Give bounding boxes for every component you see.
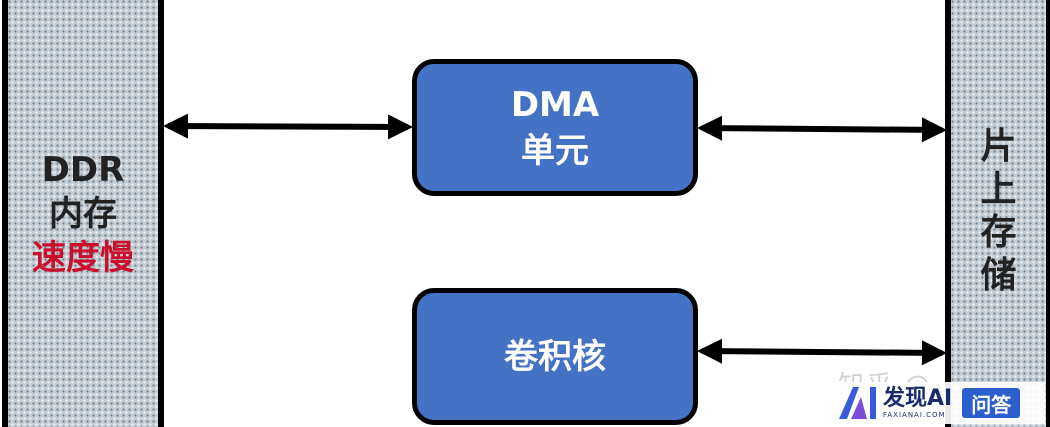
- dma-label-line1: DMA: [510, 84, 600, 125]
- onchip-label-char-4: 储: [980, 255, 1017, 296]
- watermark-url: FAXIANAI.COM: [883, 410, 946, 419]
- dma-unit-block: DMA 单元: [412, 59, 698, 196]
- onchip-storage-label: 片 上 存 储: [951, 125, 1046, 297]
- brand-logo-icon: [839, 387, 876, 419]
- conv-kernel-block: 卷积核: [412, 288, 698, 425]
- ddr-speed-slow-label: 速度慢: [32, 238, 134, 278]
- watermark-brand-name: 发现AI: [883, 385, 953, 411]
- watermark-qa-badge: 问答: [962, 388, 1021, 418]
- conv-onchip-arrow: [696, 338, 948, 366]
- watermark-badge: 发现AI FAXIANAI.COM 问答: [833, 382, 1045, 424]
- dma-onchip-arrow: [696, 115, 948, 143]
- dma-label-line2: 单元: [521, 130, 589, 171]
- conv-kernel-label: 卷积核: [504, 336, 606, 377]
- ddr-dma-arrow: [162, 113, 414, 140]
- ddr-memory-panel: DDR 内存 速度慢: [2, 0, 164, 427]
- ddr-label-line2: 内存: [49, 194, 117, 234]
- onchip-label-char-2: 上: [980, 169, 1017, 210]
- ddr-label-line1: DDR: [41, 150, 125, 190]
- onchip-label-char-3: 存: [980, 212, 1017, 253]
- ddr-memory-label: DDR 内存 速度慢: [8, 148, 158, 280]
- watermark-brand: 发现AI FAXIANAI.COM: [883, 385, 953, 420]
- onchip-label-char-1: 片: [980, 126, 1017, 167]
- onchip-storage-panel: 片 上 存 储: [945, 0, 1050, 427]
